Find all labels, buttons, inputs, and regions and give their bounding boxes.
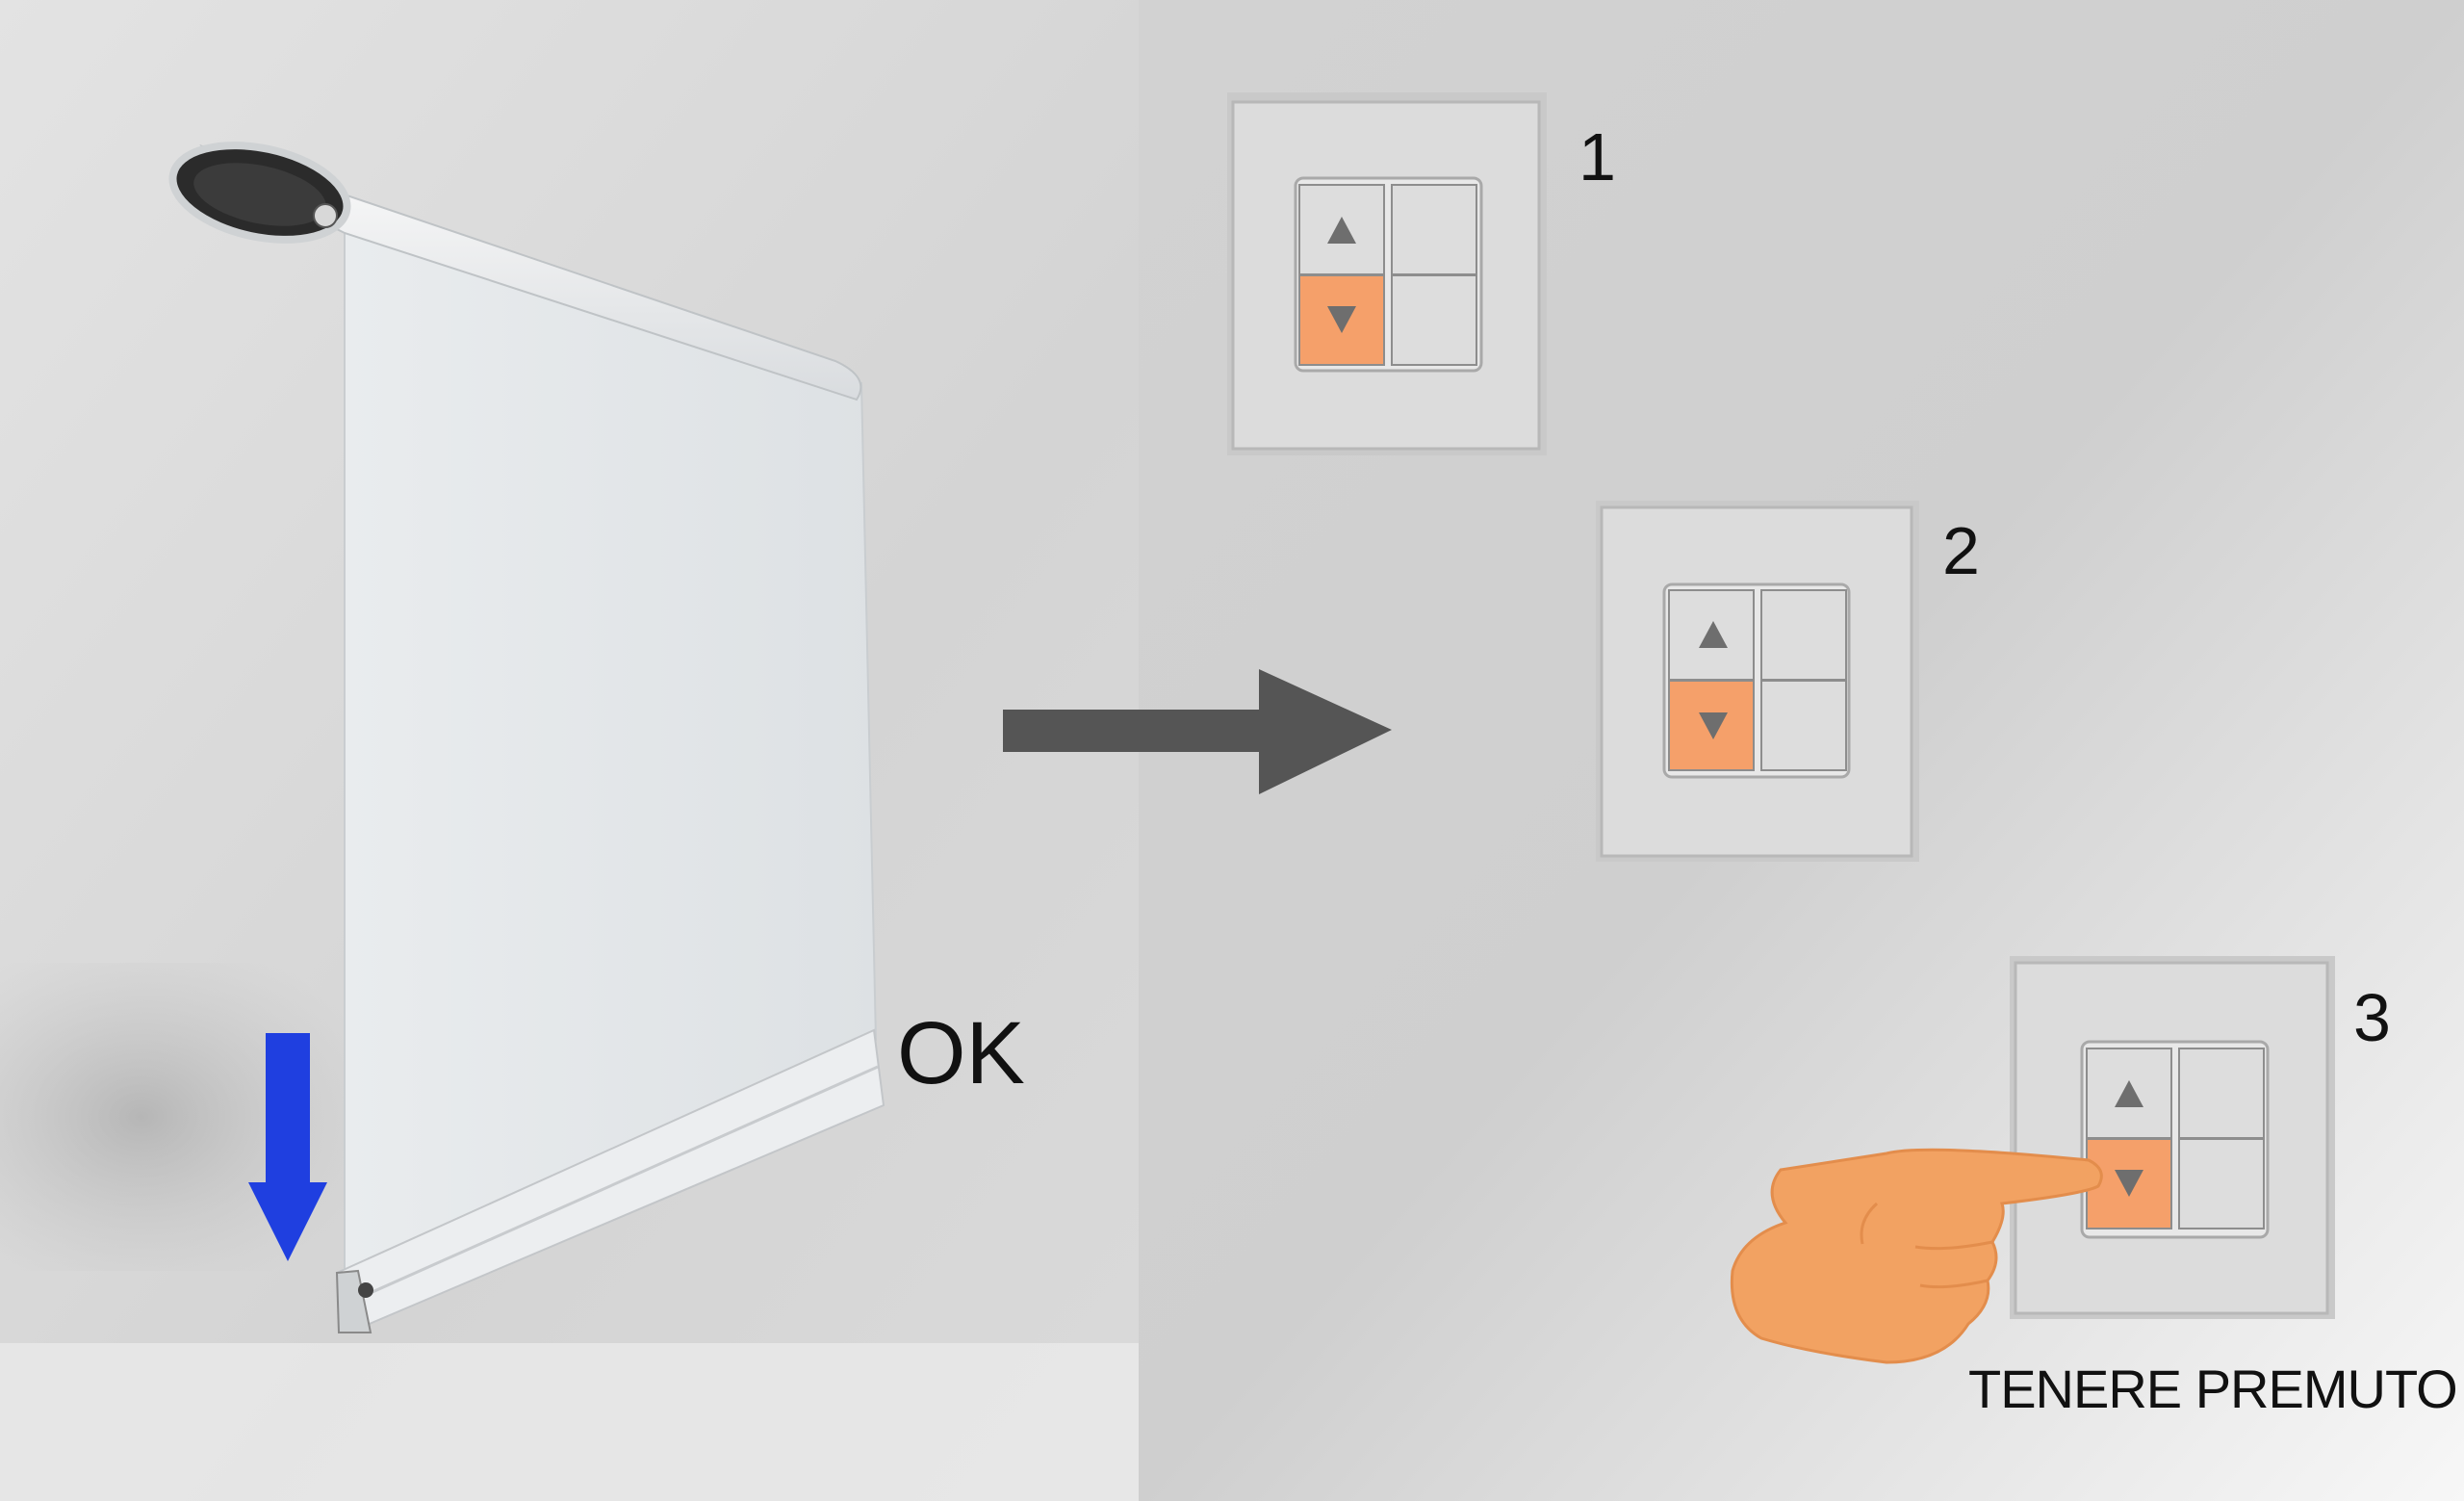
triangle-up-icon [1327, 217, 1356, 244]
floor-shadow [0, 963, 404, 1271]
triangle-down-icon [1327, 306, 1356, 333]
wall-switch-2 [1596, 501, 1919, 862]
right-upper-button-2 [1760, 589, 1847, 681]
right-lower-button-3 [2178, 1138, 2265, 1229]
triangle-up-icon [1699, 621, 1728, 648]
right-lower-button-1 [1391, 274, 1477, 366]
wall-switch-3 [2010, 956, 2335, 1319]
tube-axle [313, 203, 338, 228]
tube-inner [193, 163, 326, 226]
hold-instruction: TENERE PREMUTO [1968, 1359, 2458, 1419]
bottom-bar-end [335, 1269, 372, 1333]
step-number-2: 2 [1942, 513, 1980, 588]
bottom-bar-hole [358, 1282, 373, 1298]
floor-light [0, 1343, 1139, 1501]
ok-label: OK [897, 1004, 1025, 1102]
bottom-bar-groove [365, 1065, 879, 1297]
triangle-down-icon [2115, 1170, 2143, 1197]
right-upper-button-1 [1391, 184, 1477, 275]
step-number-3: 3 [2353, 980, 2391, 1055]
pointing-hand-icon [1730, 1148, 2103, 1364]
arrow-right-icon [1003, 669, 1392, 794]
arrow-down-icon [248, 1033, 327, 1261]
right-lower-button-2 [1760, 680, 1847, 771]
wall-switch-1 [1227, 92, 1547, 455]
roller-blind [168, 142, 886, 1333]
right-upper-button-3 [2178, 1048, 2265, 1139]
triangle-up-icon [2115, 1080, 2143, 1107]
step-number-1: 1 [1578, 119, 1616, 194]
triangle-down-icon [1699, 712, 1728, 739]
